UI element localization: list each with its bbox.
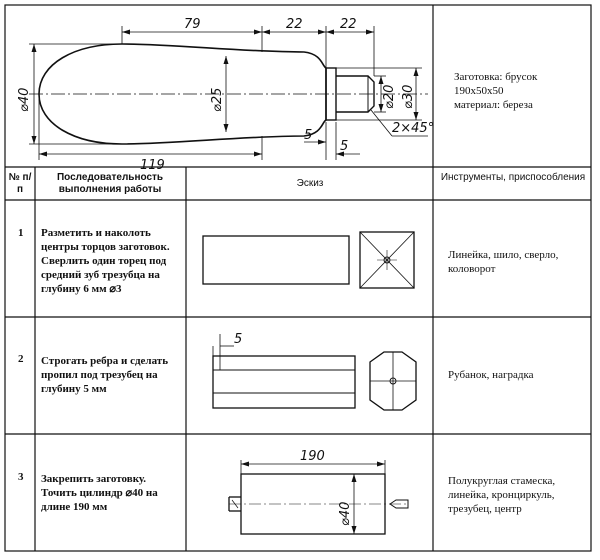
dim-119: 119: [140, 158, 165, 173]
header-sequence: Последовательность выполнения работы: [56, 172, 164, 195]
row3-dim-dia40: ⌀40: [338, 502, 353, 526]
row-tools-2: Рубанок, наградка: [448, 369, 534, 381]
row-text-2: Строгать ребра и сделать пропил под трез…: [41, 355, 169, 395]
row-num-3: 3: [18, 471, 24, 483]
dim-22-b: 22: [340, 17, 357, 32]
row-num-1: 1: [18, 227, 24, 239]
row2-dim-5: 5: [234, 332, 242, 347]
dim-5-a: 5: [304, 128, 312, 143]
blank-label: Заготовка: брусок: [454, 71, 538, 83]
outer-frame: [4, 4, 592, 552]
handle-drawing: 79 22 22 119 5 5 2×45° ⌀40 ⌀25 ⌀20 ⌀30: [17, 17, 434, 173]
header-num: № п/п: [8, 172, 32, 195]
technology-card: 79 22 22 119 5 5 2×45° ⌀40 ⌀25 ⌀20 ⌀30: [4, 4, 594, 554]
sketch-row-3: [228, 460, 409, 535]
dim-dia40: ⌀40: [17, 88, 32, 112]
sketch-row-2: [212, 334, 417, 411]
row-tools-1: Линейка, шило, сверло, коловорот: [448, 249, 559, 275]
blank-size: 190x50x50: [454, 85, 504, 97]
dim-dia30: ⌀30: [401, 85, 416, 109]
header-sketch: Эскиз: [296, 178, 324, 189]
dim-79: 79: [184, 17, 201, 32]
dim-chamfer: 2×45°: [392, 121, 434, 136]
row-num-2: 2: [18, 353, 24, 365]
dim-dia25: ⌀25: [210, 88, 225, 112]
material: материал: береза: [454, 99, 533, 111]
card-drawing: 79 22 22 119 5 5 2×45° ⌀40 ⌀25 ⌀20 ⌀30: [4, 4, 592, 552]
sketch-row-1: [202, 231, 415, 289]
header-tools: Инструменты, приспособления: [440, 172, 586, 183]
row-text-3: Закрепить заготовку. Точить цилиндр ⌀40 …: [41, 473, 158, 513]
row-text-1: Разметить и наколоть центры торцов загот…: [41, 227, 170, 295]
dim-5-b: 5: [340, 139, 348, 154]
title-block: Заготовка: брусок 190x50x50 материал: бе…: [454, 70, 588, 112]
row3-dim-190: 190: [300, 449, 325, 464]
dim-dia20: ⌀20: [382, 85, 397, 109]
row-tools-3: Полукруглая стамеска, линейка, кронцирку…: [448, 475, 556, 515]
dim-22-a: 22: [286, 17, 303, 32]
